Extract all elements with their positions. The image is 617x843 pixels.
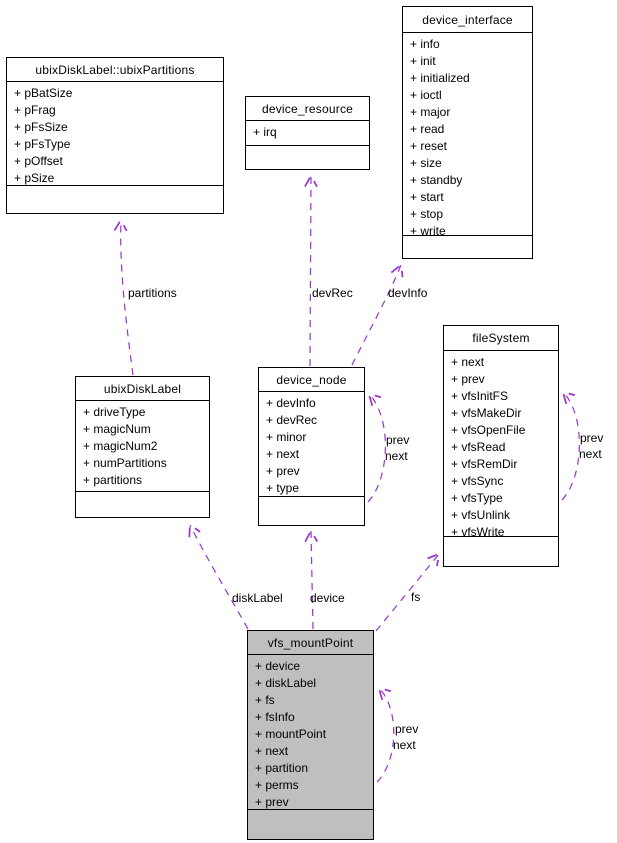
class-attribute: + diskLabel: [255, 676, 317, 690]
class-box-ubixdisklabel[interactable]: ubixDiskLabel + driveType + magicNum + mag…: [75, 376, 210, 518]
class-attribute: + vfsInitFS: [451, 389, 509, 403]
class-methods-empty: [7, 185, 223, 213]
edge-label-devrec: devRec: [312, 286, 353, 300]
class-attribute: + next: [451, 355, 485, 369]
class-attribute: + prev: [266, 464, 300, 478]
edge-label-fs: fs: [411, 590, 420, 604]
edge-label-partitions: partitions: [128, 286, 177, 300]
class-box-vfs-mountpoint: vfs_mountPoint + device+ diskLabel+ fs+ …: [247, 630, 374, 840]
class-attribute: + init: [410, 54, 436, 68]
class-attribute: + vfsOpenFile: [451, 423, 526, 437]
edge-label-filesystem-loop-prev: prev: [580, 431, 603, 445]
class-title: fileSystem: [444, 326, 558, 351]
class-attribute: + stop: [410, 207, 444, 221]
class-box-ubixpartitions[interactable]: ubixDiskLabel::ubixPartitions + pBatSize…: [6, 57, 224, 214]
class-methods-empty: [246, 145, 369, 169]
class-attributes: + info + init + initialized + ioctl + major +…: [403, 33, 532, 235]
class-attribute: + info: [410, 37, 440, 51]
class-attribute: + minor: [266, 430, 307, 444]
edge-label-vfs-loop-prev: prev: [395, 722, 418, 736]
class-attribute: + pFsType: [14, 137, 71, 151]
class-methods-empty: [259, 496, 364, 525]
class-title: device_resource: [246, 97, 369, 121]
class-attributes: + pBatSize + pFrag + pFsSize + pFsType + pOf…: [7, 82, 223, 185]
edge-vfs-self-loop: [377, 688, 395, 783]
class-attributes: + device + diskLabel + fs + fsInfo + mountPo…: [248, 655, 373, 809]
class-attribute: + vfsRemDir: [451, 457, 518, 471]
class-attribute: + pSize: [14, 171, 55, 185]
class-attributes: + next + prev + vfsInitFS + vfsMakeDir + vfs…: [444, 351, 558, 536]
class-attribute: + ioctl: [410, 88, 442, 102]
class-attribute: + pFsSize: [14, 120, 68, 134]
class-title: device_interface: [403, 7, 532, 33]
class-attribute: + driveType: [83, 405, 146, 419]
class-methods-empty: [248, 809, 373, 839]
class-attributes: + devInfo + devRec + minor + next + prev + ty…: [259, 392, 364, 496]
class-attribute: + pOffset: [14, 154, 63, 168]
edge-filesystem-self-loop: [562, 392, 580, 501]
class-methods-empty: [403, 235, 532, 258]
edge-partitions: [121, 220, 133, 376]
edge-label-devinfo: devInfo: [388, 286, 428, 300]
class-attribute: + devInfo: [266, 396, 316, 410]
class-box-device-interface[interactable]: device_interface + info + init + initializ…: [402, 6, 533, 259]
class-attribute: + vfsMakeDir: [451, 406, 522, 420]
class-attribute: + vfsSync: [451, 474, 504, 488]
class-title: ubixDiskLabel::ubixPartitions: [7, 58, 223, 82]
class-attribute: + pBatSize: [14, 86, 73, 100]
edge-fs: [375, 554, 439, 632]
edge-disklabel: [190, 525, 249, 630]
class-attribute: + type: [266, 481, 300, 495]
class-attribute: + irq: [253, 125, 277, 139]
class-attribute: + vfsType: [451, 491, 503, 505]
class-attribute: + partition: [255, 761, 309, 775]
class-attribute: + devRec: [266, 413, 318, 427]
edge-devinfo: [351, 265, 401, 366]
class-attribute: + size: [410, 156, 442, 170]
class-attribute: + standby: [410, 173, 463, 187]
class-attributes: + driveType + magicNum + magicNum2 + numPar…: [76, 401, 209, 491]
class-attribute: + initialized: [410, 71, 470, 85]
class-attributes: + irq: [246, 121, 369, 145]
class-attribute: + vfsUnlink: [451, 508, 511, 522]
class-box-filesystem[interactable]: fileSystem + next + prev + vfsInitFS + vfsM…: [443, 325, 559, 567]
class-attribute: + next: [255, 744, 289, 758]
class-title: ubixDiskLabel: [76, 377, 209, 401]
class-attribute: + prev: [255, 795, 289, 809]
class-box-device-resource[interactable]: device_resource + irq: [245, 96, 370, 170]
edge-device-node-self-loop: [368, 394, 386, 503]
class-title: vfs_mountPoint: [248, 631, 373, 655]
class-attribute: + magicNum2: [83, 439, 158, 453]
class-attribute: + vfsWrite: [451, 525, 505, 536]
edge-label-device-node-loop-next: next: [385, 449, 408, 463]
edge-devrec: [310, 176, 311, 367]
class-attribute: + perms: [255, 778, 299, 792]
edge-label-filesystem-loop-next: next: [579, 447, 602, 461]
class-attribute: + reset: [410, 139, 448, 153]
class-box-device-node[interactable]: device_node + devInfo + devRec + minor + ne…: [258, 367, 365, 526]
class-attribute: + numPartitions: [83, 456, 167, 470]
class-attribute: + major: [410, 105, 451, 119]
class-attribute: + prev: [451, 372, 485, 386]
class-attribute: + start: [410, 190, 444, 204]
class-attribute: + mountPoint: [255, 727, 327, 741]
class-attribute: + vfsRead: [451, 440, 506, 454]
class-attribute: + next: [266, 447, 300, 461]
class-methods-empty: [444, 536, 558, 566]
class-methods-empty: [76, 491, 209, 517]
class-title: device_node: [259, 368, 364, 392]
class-attribute: + partitions: [83, 473, 143, 487]
class-attribute: + fs: [255, 693, 275, 707]
edge-label-vfs-loop-next: next: [393, 738, 416, 752]
class-attribute: + fsInfo: [255, 710, 295, 724]
edge-label-disklabel: diskLabel: [232, 591, 283, 605]
class-attribute: + read: [410, 122, 445, 136]
class-attribute: + write: [410, 224, 446, 235]
class-attribute: + device: [255, 659, 301, 673]
class-attribute: + pFrag: [14, 103, 56, 117]
edge-label-device: device: [310, 591, 345, 605]
class-attribute: + magicNum: [83, 422, 151, 436]
edge-label-device-node-loop-prev: prev: [386, 433, 409, 447]
edge-device: [311, 531, 313, 630]
